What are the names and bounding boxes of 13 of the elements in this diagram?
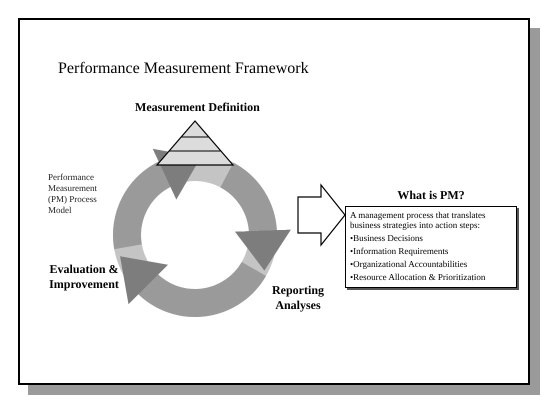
stage-label: Reporting Analyses [271,283,325,313]
bullet-text: •Information Requirements [350,246,450,256]
stage-label: Evaluation & Improvement [48,262,120,292]
block-arrow [297,183,346,247]
cycle-arrow [118,258,266,317]
bullet-text: •Business Decisions [350,233,424,243]
side-note: Performance Measurement (PM) Process Model [48,172,98,216]
box-heading: What is PM? [396,188,466,203]
bullet-text: •Organizational Accountabilities [350,259,468,269]
stage-label: Measurement Definition [135,100,260,115]
slide-title: Performance Measurement Framework [58,60,309,78]
box-text: A management process that translates business strategies into action steps: [350,210,486,230]
bullet-text: •Resource Allocation & Prioritization [350,272,486,282]
